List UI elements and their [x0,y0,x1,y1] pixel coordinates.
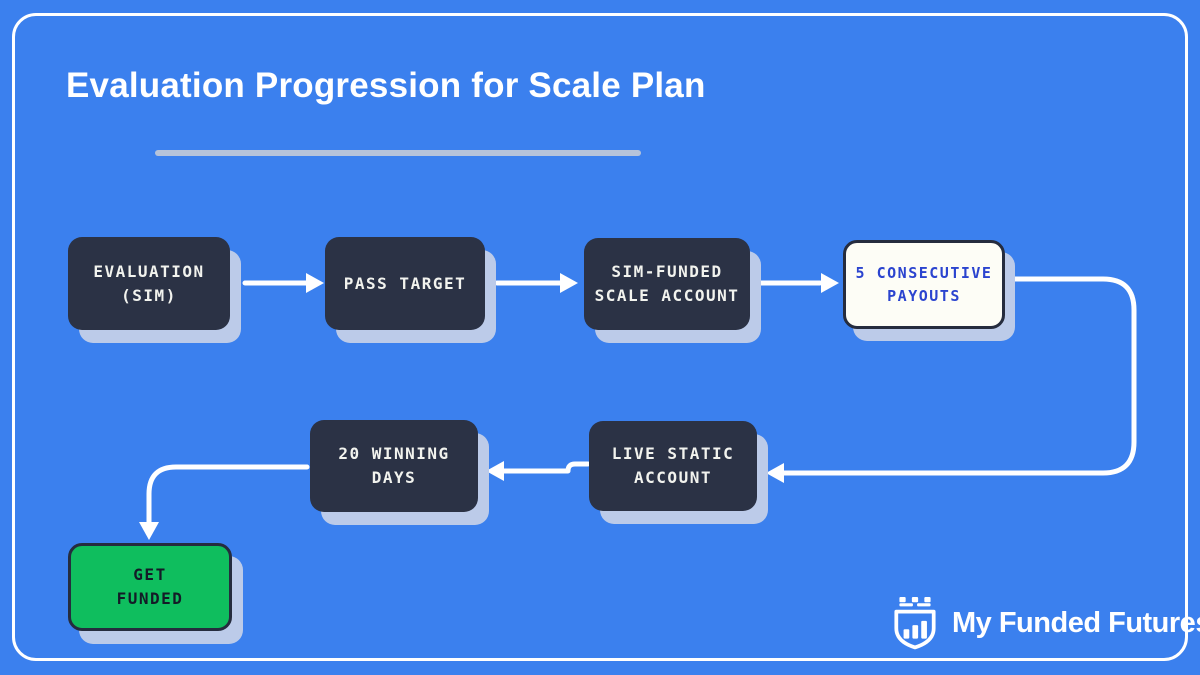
node-label-line: SCALE ACCOUNT [594,286,740,305]
arrowhead-to-winning-days [486,461,504,481]
page-title: Evaluation Progression for Scale Plan [66,66,706,105]
node-five-consecutive-payouts: 5 CONSECUTIVE PAYOUTS [843,240,1005,329]
arrowhead-to-get-funded [139,522,159,540]
node-label-line: LIVE STATIC [611,444,735,463]
node-pass-target: PASS TARGET [325,237,485,330]
node-label-line: EVALUATION [93,261,205,281]
node-label-line: 5 CONSECUTIVE [855,264,993,282]
node-label-line: FUNDED [116,589,184,608]
node-label-line: SIM-FUNDED [611,262,723,281]
arrowhead-to-payouts [821,273,839,293]
brand-logo-text: My Funded Futures [952,606,1200,639]
shield-bar-chart-icon [894,597,936,650]
node-label-line: DAYS [371,468,417,487]
node-label-line: PASS TARGET [343,273,467,293]
node-label-line: PAYOUTS [887,286,961,305]
connector-live-static-to-winning-days [501,461,591,474]
arrowhead-to-sim-funded [560,273,578,293]
node-get-funded: GET FUNDED [68,543,232,631]
node-label-line: 20 WINNING [338,444,450,463]
node-live-static-account: LIVE STATIC ACCOUNT [589,421,757,511]
arrowhead-to-pass-target [306,273,324,293]
node-sim-funded-scale-account: SIM-FUNDED SCALE ACCOUNT [584,238,750,330]
node-label-line: ACCOUNT [634,468,712,487]
brand-logo: My Funded Futures [891,596,1200,650]
arrowhead-to-live-static [766,463,784,483]
node-label-line: (SIM) [121,285,177,305]
title-underline [155,150,641,156]
node-twenty-winning-days: 20 WINNING DAYS [310,420,478,512]
connector-payouts-to-live-static [781,276,1137,476]
node-label-line: GET [133,565,167,584]
node-evaluation-sim: EVALUATION (SIM) [68,237,230,330]
connector-winning-days-to-get-funded [146,464,310,525]
